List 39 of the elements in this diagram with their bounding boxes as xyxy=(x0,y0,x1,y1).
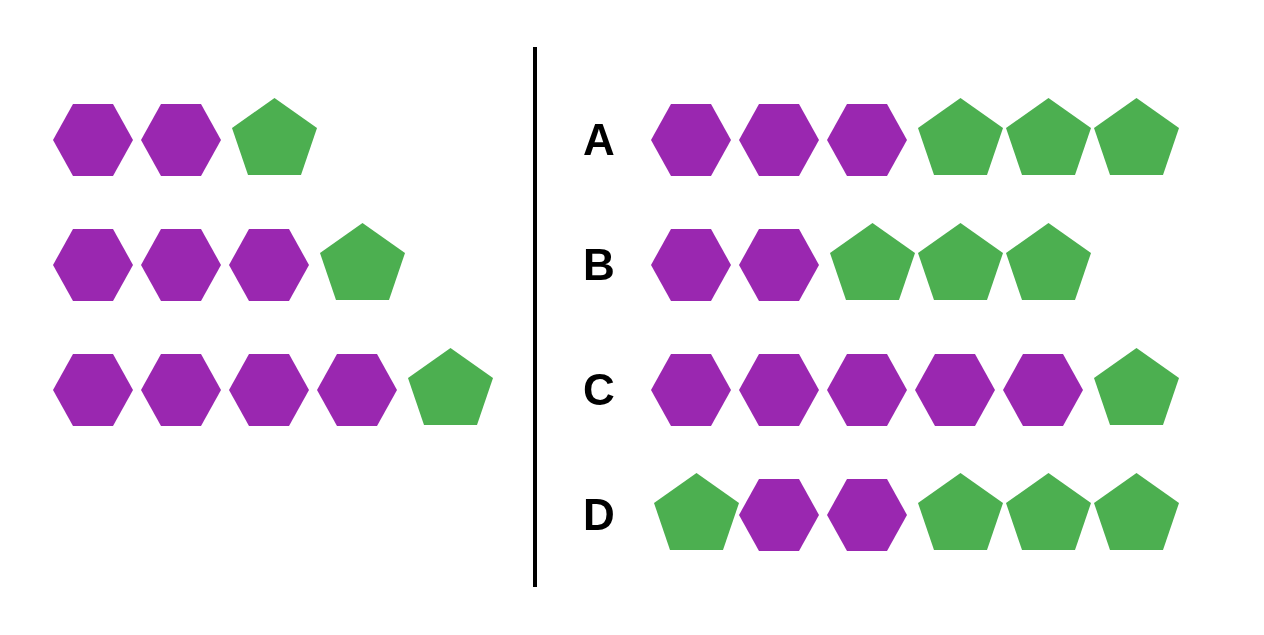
hexagon xyxy=(141,229,221,301)
pentagon xyxy=(1094,348,1179,426)
hexagon xyxy=(229,354,309,426)
pentagon xyxy=(408,348,493,426)
hexagon xyxy=(229,229,309,301)
hexagon xyxy=(53,229,133,301)
option-letter: C xyxy=(583,368,615,412)
hexagon xyxy=(317,354,397,426)
hexagon xyxy=(651,229,731,301)
pentagon xyxy=(232,98,317,176)
hexagon xyxy=(915,354,995,426)
hexagon xyxy=(827,479,907,551)
hexagon xyxy=(739,229,819,301)
option-letter: A xyxy=(583,118,615,162)
hexagon xyxy=(651,354,731,426)
hexagon xyxy=(53,354,133,426)
pentagon xyxy=(320,223,405,301)
hexagon xyxy=(827,354,907,426)
pentagon xyxy=(1006,98,1091,176)
pentagon xyxy=(654,473,739,551)
hexagon xyxy=(739,104,819,176)
hexagon xyxy=(739,479,819,551)
hexagon xyxy=(141,104,221,176)
hexagon xyxy=(53,104,133,176)
pentagon xyxy=(1006,473,1091,551)
pentagon xyxy=(918,98,1003,176)
hexagon xyxy=(1003,354,1083,426)
hexagon xyxy=(827,104,907,176)
pentagon xyxy=(1006,223,1091,301)
pentagon xyxy=(830,223,915,301)
pentagon xyxy=(1094,473,1179,551)
pentagon xyxy=(918,473,1003,551)
hexagon xyxy=(739,354,819,426)
hexagon xyxy=(141,354,221,426)
option-letter: D xyxy=(583,493,615,537)
hexagon xyxy=(651,104,731,176)
option-letter: B xyxy=(583,243,615,287)
pentagon xyxy=(1094,98,1179,176)
pentagon xyxy=(918,223,1003,301)
